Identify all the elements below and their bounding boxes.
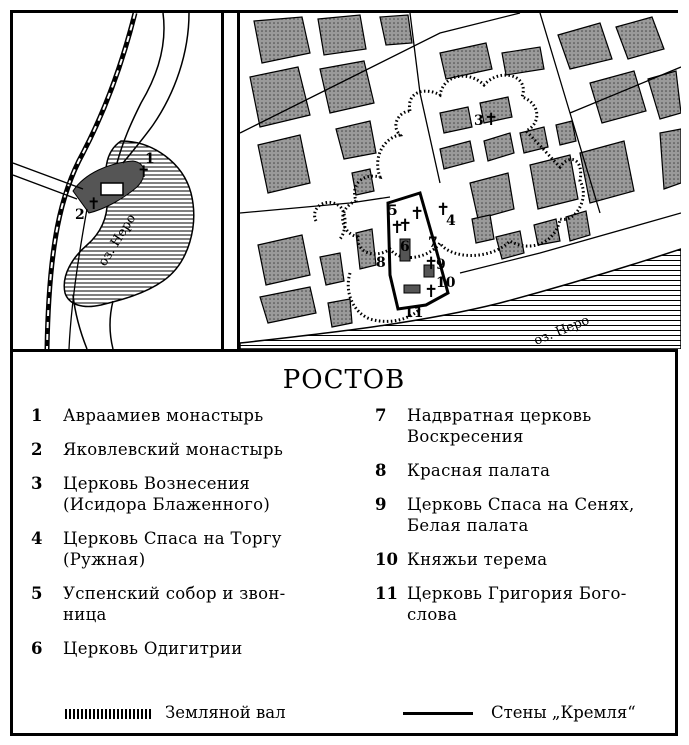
legend-item-number: 7	[375, 406, 387, 425]
legend-item-text: Авраамиев монастырь	[63, 406, 264, 425]
cross-icon: ✝	[410, 204, 424, 224]
legend-item: 8 Красная палата	[375, 460, 675, 481]
marker-label-2: 2	[75, 207, 85, 223]
legend-item: 6 Церковь Одигитрии	[31, 638, 361, 659]
legend-item: 7 Надвратная церковь Воскресения	[375, 405, 675, 447]
legend-item-text: Успенский собор и звон- ница	[63, 584, 286, 624]
cross-icon: ✝	[87, 194, 100, 213]
town-plan-svg: ✝ ✝ ✝ ✝ ✝ ✝ ✝ 3 4 5 6 7 8 9 10 11 оз. Не…	[240, 13, 681, 349]
map-legend-divider	[13, 349, 675, 352]
cross-icon: ✝	[424, 282, 438, 302]
town-plan-map: ✝ ✝ ✝ ✝ ✝ ✝ ✝ 3 4 5 6 7 8 9 10 11 оз. Не…	[237, 13, 681, 349]
kremlin-buildings	[399, 238, 435, 294]
legend-item-text: Церковь Одигитрии	[63, 639, 243, 658]
marker-label-9: 9	[436, 257, 446, 273]
legend-item-number: 2	[31, 440, 43, 459]
marker-label-8: 8	[376, 255, 386, 271]
legend-item: 9 Церковь Спаса на Сенях, Белая палата	[375, 494, 675, 536]
legend-item-text: Надвратная церковь Воскресения	[407, 406, 592, 446]
legend-item-text: Красная палата	[407, 461, 551, 480]
key-rampart-label: Земляной вал	[165, 703, 286, 722]
cross-icon: ✝	[390, 218, 404, 238]
earth-ramparts	[313, 73, 585, 323]
legend-item-number: 4	[31, 529, 43, 548]
legend-item-number: 9	[375, 495, 387, 514]
legend-item: 10 Княжьи терема	[375, 549, 675, 570]
lake-nero-plan	[240, 248, 681, 349]
legend-item-number: 3	[31, 474, 43, 493]
overview-map: 1 ✝ 2 ✝ оз. Неро	[13, 13, 224, 349]
cross-icon: ✝	[484, 110, 498, 130]
legend-item-text: Церковь Вознесения (Исидора Блаженного)	[63, 474, 271, 514]
legend-item-text: Яковлевский монастырь	[63, 440, 284, 459]
page-title: РОСТОВ	[282, 365, 406, 395]
kremlin-wall-swatch	[403, 712, 473, 715]
church-markers: ✝ ✝ ✝ ✝ ✝ ✝ ✝	[390, 110, 498, 302]
kremlin-walls	[386, 191, 450, 311]
legend-item: 11 Церковь Григория Бого- слова	[375, 583, 675, 625]
marker-label-7: 7	[428, 235, 438, 251]
key-kremlin-walls: Стены „Кремля“	[403, 703, 636, 722]
cross-icon: ✝	[436, 200, 450, 220]
legend-item-number: 10	[375, 550, 398, 569]
marker-label-5: 5	[388, 203, 398, 219]
marker-label-10: 10	[436, 275, 456, 291]
legend-item-text: Церковь Спаса на Сенях, Белая палата	[407, 495, 635, 535]
legend-item-number: 1	[31, 406, 43, 425]
legend-item: 1 Авраамиев монастырь	[31, 405, 361, 426]
key-rampart: Земляной вал	[65, 703, 286, 722]
legend-item-text: Церковь Григория Бого- слова	[407, 584, 627, 624]
marker-label-3: 3	[474, 113, 484, 129]
marker-label-11: 11	[404, 305, 423, 321]
marker-label-4: 4	[446, 213, 456, 229]
legend-item: 3 Церковь Вознесения (Исидора Блаженного)	[31, 473, 361, 515]
legend-column-right: 7 Надвратная церковь Воскресения 8 Красная …	[375, 405, 675, 638]
legend-column-left: 1 Авраамиев монастырь 2 Яковлевский монасты…	[31, 405, 361, 672]
map-frame: 1 ✝ 2 ✝ оз. Неро	[10, 10, 681, 736]
legend-item: 4 Церковь Спаса на Торгу (Ружная)	[31, 528, 361, 570]
legend-item-number: 11	[375, 584, 398, 603]
legend-item-text: Княжьи терема	[407, 550, 548, 569]
legend-item-text: Церковь Спаса на Торгу (Ружная)	[63, 529, 282, 569]
legend-item: 2 Яковлевский монастырь	[31, 439, 361, 460]
key-kremlin-label: Стены „Кремля“	[491, 703, 636, 722]
legend-item-number: 5	[31, 584, 43, 603]
rampart-swatch	[65, 708, 153, 719]
legend-item: 5 Успенский собор и звон- ница	[31, 583, 361, 625]
marker-label-6: 6	[400, 239, 410, 255]
overview-map-svg: 1 ✝ 2 ✝ оз. Неро	[13, 13, 195, 349]
legend-item-number: 6	[31, 639, 43, 658]
legend-item-number: 8	[375, 461, 387, 480]
kremlin-box-overview	[100, 182, 124, 196]
cross-icon: ✝	[137, 162, 150, 181]
marker-label-1: 1	[145, 151, 155, 167]
cross-icon: ✝	[398, 216, 412, 236]
cross-icon: ✝	[424, 254, 438, 274]
city-blocks	[249, 14, 681, 328]
